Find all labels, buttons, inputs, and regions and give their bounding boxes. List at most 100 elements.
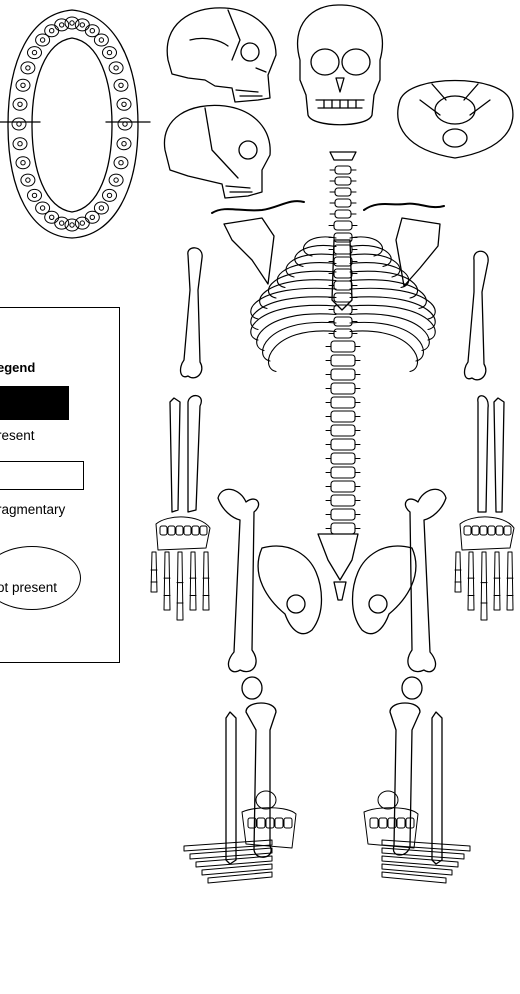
finger <box>468 552 474 610</box>
tooth-cusp <box>40 38 44 42</box>
fibula-left <box>226 712 236 864</box>
tooth-cusp <box>70 21 74 25</box>
tooth-cusp <box>50 215 54 219</box>
tooth-cusp <box>21 83 25 87</box>
hand-left <box>151 517 210 620</box>
tooth <box>114 157 128 169</box>
tooth <box>118 118 132 130</box>
vertebra <box>335 199 351 207</box>
clavicle-left <box>212 201 304 213</box>
tooth <box>85 211 99 223</box>
vertebra <box>331 439 355 450</box>
tooth-cusp <box>60 221 64 225</box>
rib-right <box>350 331 418 372</box>
vertebra <box>331 467 355 478</box>
finger <box>203 552 209 610</box>
vertebra <box>334 329 352 338</box>
tooth <box>103 189 117 201</box>
vertebra <box>334 317 352 326</box>
vertebra <box>331 509 355 520</box>
tooth-cusp <box>119 83 123 87</box>
vertebra <box>331 481 355 492</box>
tooth-cusp <box>90 29 94 33</box>
legend-title: egend <box>0 360 57 375</box>
carpal-bone <box>472 526 479 535</box>
foot-right <box>364 791 470 883</box>
radius-left <box>188 396 201 512</box>
tooth-cusp <box>32 193 36 197</box>
tooth <box>55 217 69 229</box>
tooth <box>13 98 27 110</box>
carpal-bone <box>176 526 183 535</box>
tooth-cusp <box>122 142 126 146</box>
patella-right <box>402 677 422 699</box>
tooth <box>94 34 108 46</box>
foot-left <box>184 791 296 883</box>
tooth <box>55 19 69 31</box>
tarsal-bone <box>284 818 292 828</box>
vertebra <box>331 383 355 394</box>
radius-right <box>478 396 488 512</box>
legend: egend resent ragmentary ot present <box>0 307 120 663</box>
carpal-bone <box>168 526 175 535</box>
humerus-left <box>181 248 203 378</box>
pelvis <box>258 534 416 634</box>
femur-right <box>405 489 446 671</box>
vertebra <box>331 453 355 464</box>
clavicle-right <box>364 204 444 210</box>
tooth <box>109 62 123 74</box>
tooth <box>114 79 128 91</box>
tarsal-bone <box>397 818 405 828</box>
tooth <box>28 189 42 201</box>
tooth-cusp <box>119 161 123 165</box>
carpal-bone <box>464 526 471 535</box>
tooth-cusp <box>70 223 74 227</box>
skull-basal <box>398 81 513 159</box>
rib-left <box>257 314 336 351</box>
rib-right <box>350 297 435 330</box>
tooth <box>16 79 30 91</box>
legend-present-swatch <box>0 386 69 420</box>
tooth <box>117 98 131 110</box>
tarsal-bone <box>257 818 265 828</box>
skull-lateral-left <box>167 8 276 102</box>
rib-left <box>251 297 336 330</box>
tooth-cusp <box>50 29 54 33</box>
scapula-right <box>396 218 440 286</box>
tooth <box>103 47 117 59</box>
vertebra <box>334 257 352 266</box>
carpal-bone <box>184 526 191 535</box>
vertebra <box>334 281 352 290</box>
vertebra <box>335 210 351 218</box>
hand-right <box>455 517 514 620</box>
finger <box>507 552 513 610</box>
tooth <box>21 62 35 74</box>
tooth-cusp <box>80 23 84 27</box>
carpal-bone <box>480 526 487 535</box>
skull-lateral-lower <box>164 105 270 198</box>
humerus-right <box>465 251 489 380</box>
tibia-left <box>246 703 276 857</box>
tooth-cusp <box>26 178 30 182</box>
skull-frontal <box>298 5 383 125</box>
tarsal-bone <box>370 818 378 828</box>
carpal-bone <box>488 526 495 535</box>
tooth-cusp <box>21 161 25 165</box>
tooth <box>36 202 50 214</box>
tooth-cusp <box>18 142 22 146</box>
finger <box>494 552 500 610</box>
teeth <box>12 17 132 231</box>
tooth-cusp <box>80 221 84 225</box>
tooth-cusp <box>26 66 30 70</box>
tooth-cusp <box>114 66 118 70</box>
tooth <box>28 47 42 59</box>
finger <box>164 552 170 610</box>
tooth <box>65 17 79 29</box>
vertebra <box>331 523 355 534</box>
sternum <box>332 240 352 310</box>
vertebra <box>331 411 355 422</box>
dental-arch <box>0 10 150 238</box>
tarsal-bone <box>275 818 283 828</box>
finger <box>455 552 461 592</box>
tooth-cusp <box>114 178 118 182</box>
